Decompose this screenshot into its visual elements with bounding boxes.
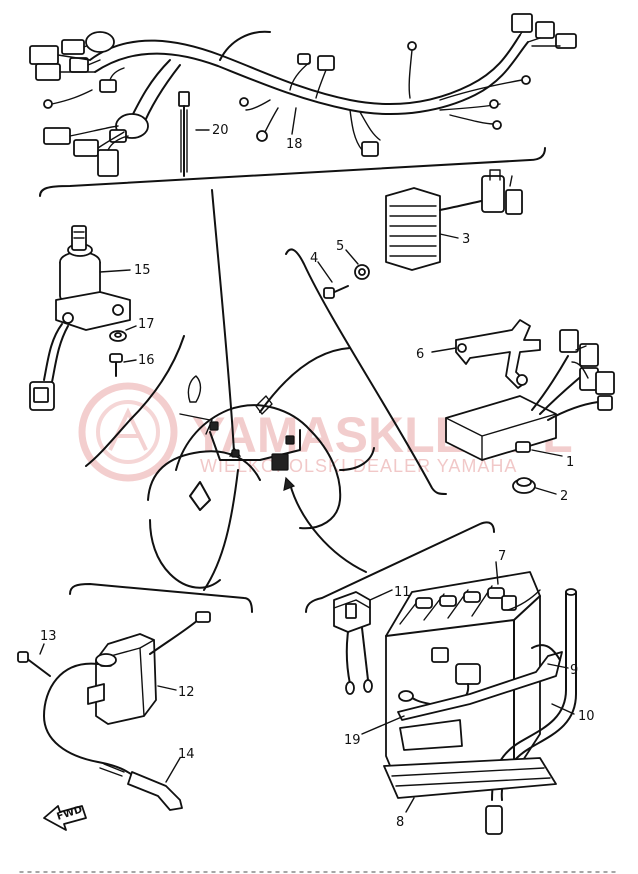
callout-7: 7 (498, 549, 506, 564)
battery-mat (383, 757, 557, 799)
rectifier-regulator (385, 169, 523, 271)
cdi-unit (445, 329, 615, 461)
callout-12: 12 (178, 685, 195, 700)
callout-8: 8 (396, 815, 404, 830)
washer (109, 325, 137, 342)
forward-direction-arrow-icon (43, 805, 87, 831)
screw (109, 353, 137, 377)
ignition-coil (43, 611, 211, 811)
rectifier-group-outline (285, 248, 447, 495)
motorcycle-frame-sketch (147, 347, 375, 589)
wire-harness (29, 13, 577, 177)
coil-group-outline (69, 583, 253, 613)
callout-11: 11 (394, 585, 411, 600)
nut (345, 249, 370, 280)
switch-group-outline (85, 335, 185, 467)
harness-group-outline (39, 147, 546, 197)
cdi-bracket (455, 319, 541, 389)
callout-6: 6 (416, 347, 424, 362)
leader-line-coil (203, 469, 239, 591)
callout-20: 20 (212, 123, 229, 138)
leader-line-battery (289, 483, 367, 573)
callout-17: 17 (138, 317, 155, 332)
callout-19: 19 (344, 733, 361, 748)
battery-group-outline (305, 521, 495, 613)
callout-2: 2 (560, 489, 568, 504)
callout-9: 9 (570, 663, 578, 678)
cable-tie (178, 91, 190, 177)
callout-16: 16 (138, 353, 155, 368)
callout-1: 1 (566, 455, 574, 470)
callout-15: 15 (134, 263, 151, 278)
main-switch (29, 225, 131, 411)
bolt (317, 261, 349, 299)
callout-10: 10 (578, 709, 595, 724)
battery-band (397, 644, 563, 751)
callout-13: 13 (40, 629, 57, 644)
callout-18: 18 (286, 137, 303, 152)
callout-labels: 1 2 3 4 5 6 7 8 9 10 11 12 13 14 15 16 1… (40, 123, 595, 830)
callout-4: 4 (310, 251, 318, 266)
callout-3: 3 (462, 232, 470, 247)
leader-line-harness (211, 189, 235, 453)
fuse-holder (333, 591, 373, 695)
tuning-fork-emblem-icon (78, 382, 178, 482)
callout-5: 5 (336, 239, 344, 254)
callout-14: 14 (178, 747, 195, 762)
mounting-bolt (17, 643, 51, 677)
grommet (512, 477, 536, 494)
